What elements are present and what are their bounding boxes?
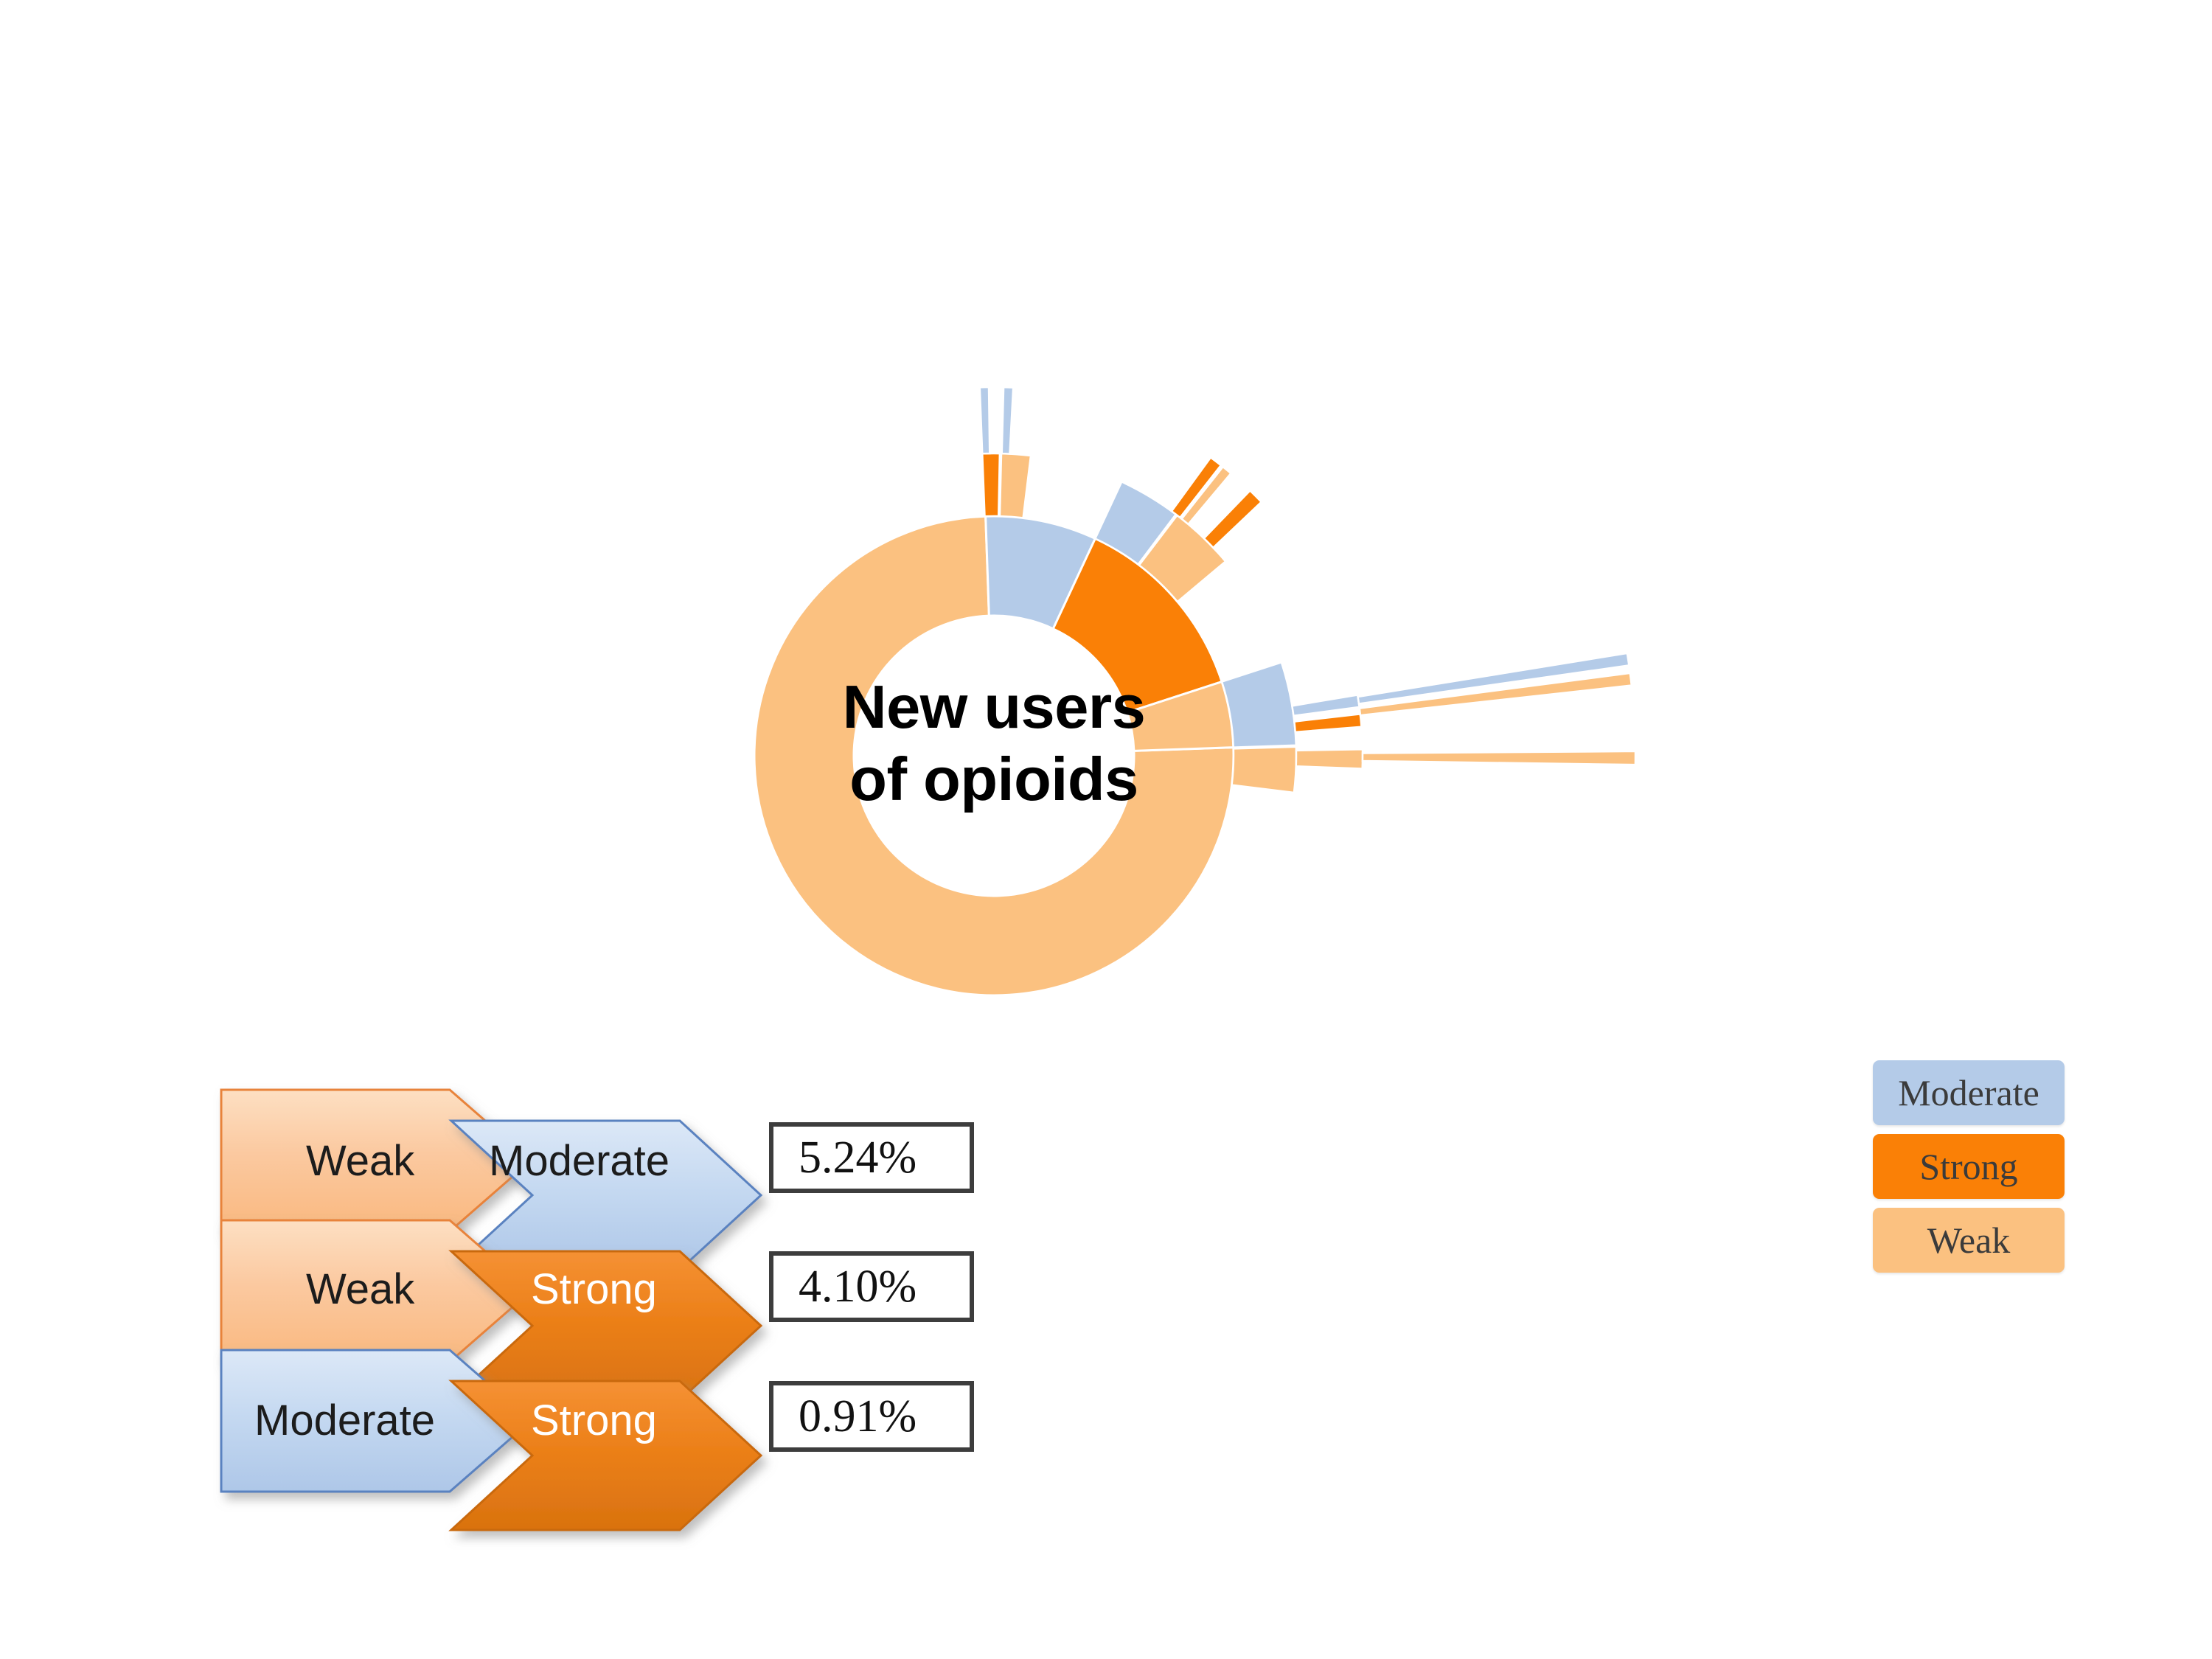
legend-label-moderate: Moderate [1898,1072,2039,1113]
center-label-line-1: New users [842,672,1146,741]
legend-item-moderate[interactable]: Moderate [1873,1060,2065,1125]
flow-row-2[interactable] [220,1219,763,1402]
sunburst-ring-4 [1357,652,1637,766]
sunburst-slice-moderate-r2-2[interactable] [1093,480,1178,566]
sunburst-ring-1 [753,515,1235,997]
sunburst-slice-moderate-r3-0[interactable] [978,386,991,455]
flow-row-1-to-arrow[interactable] [448,1119,763,1271]
flow-row-3[interactable] [220,1349,763,1531]
sunburst-slice-weak-r2-1[interactable] [998,452,1032,519]
sunburst-slice-strong-r3-2[interactable] [1170,456,1222,519]
sunburst-slice-moderate-r4-0[interactable] [1357,652,1630,705]
sunburst-slice-weak-r3-3[interactable] [1180,465,1233,526]
legend-label-strong: Strong [1919,1146,2018,1187]
sunburst-slice-weak-r4-1[interactable] [1358,672,1633,717]
flow-row-1[interactable] [220,1088,763,1271]
legend-label-weak: Weak [1927,1220,2011,1261]
flow-row-1-percent-box: 5.24% [769,1122,974,1193]
sunburst-slice-weak-r4-2[interactable] [1361,750,1637,766]
sunburst-slice-weak-r1-0[interactable] [753,515,1235,997]
chart-center-label: New users of opioids [758,671,1230,815]
sunburst-slice-weak-r2-3[interactable] [1138,514,1227,603]
flow-row-3-to-arrow[interactable] [448,1380,763,1531]
sunburst-slice-moderate-r2-4[interactable] [1220,661,1298,748]
flow-row-1-from-arrow[interactable] [220,1088,533,1233]
legend-item-strong[interactable]: Strong [1873,1134,2065,1199]
sunburst-slice-strong-r3-4[interactable] [1203,489,1263,549]
flow-row-2-percent-box: 4.10% [769,1251,974,1322]
sunburst-ring-3 [978,386,1364,770]
sunburst-slice-strong-r3-6[interactable] [1293,713,1363,734]
flow-row-2-to-arrow[interactable] [448,1250,763,1402]
sunburst-slice-moderate-r3-1[interactable] [1001,386,1015,455]
flow-row-3-percent-box: 0.91% [769,1381,974,1452]
flow-row-2-from-arrow[interactable] [220,1219,533,1363]
center-label-line-2: of opioids [849,744,1138,813]
legend-item-weak[interactable]: Weak [1873,1208,2065,1273]
chart-legend: Moderate Strong Weak [1873,1060,2065,1273]
flow-row-3-from-arrow[interactable] [220,1349,533,1493]
